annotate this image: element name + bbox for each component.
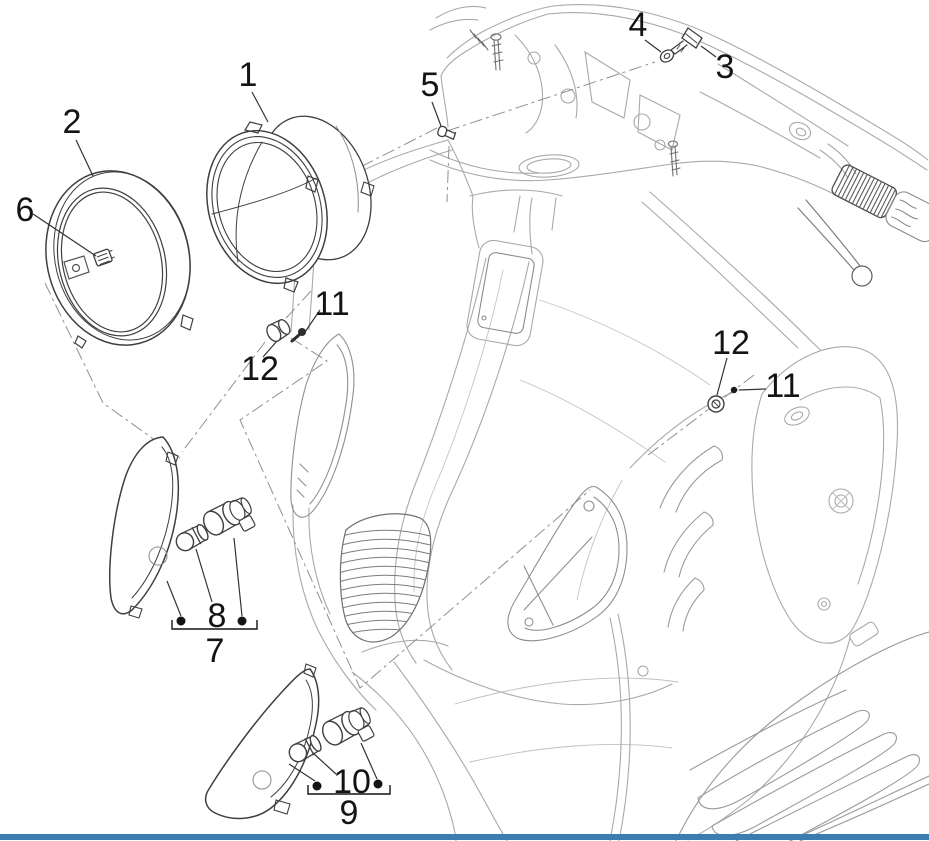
- bulb-10: [288, 734, 322, 763]
- callout-label-6: 6: [16, 191, 35, 229]
- callout-label-2: 2: [63, 103, 82, 141]
- callout-label-1: 1: [239, 56, 258, 94]
- group-bullet-leader: [166, 580, 182, 617]
- group-bullet: [176, 616, 186, 626]
- callout-leader-4: [644, 39, 662, 53]
- group-bullet: [373, 779, 383, 789]
- callout-leader-11: [304, 309, 321, 333]
- brake-lever: [797, 199, 873, 287]
- group-bullet-leader: [288, 763, 316, 782]
- grommet-12-right: [707, 395, 725, 413]
- group-bracket-1: [307, 785, 391, 795]
- turn-signal-lens-front-right: [204, 663, 320, 820]
- callout-label-10: 10: [333, 763, 371, 801]
- callout-label-8: 8: [208, 597, 227, 635]
- cap-12-left: [266, 319, 291, 343]
- callout-leader-12: [262, 340, 278, 358]
- callout-leader-8: [195, 548, 213, 603]
- handlebar-grip: [831, 164, 929, 243]
- bulb-8: [175, 523, 209, 552]
- group-bracket-0: [171, 620, 258, 630]
- callout-label-7: 7: [206, 632, 225, 670]
- callout-label-3: 3: [716, 48, 735, 86]
- callout-leader-3: [700, 45, 717, 58]
- callout-leader-11: [738, 388, 767, 391]
- callout-label-4: 4: [629, 6, 648, 44]
- group-bullet: [312, 781, 322, 791]
- callout-leader-10: [312, 752, 337, 775]
- group-bullet-leader: [233, 537, 243, 617]
- headset-underside-panel: [751, 346, 899, 647]
- group-bullet: [237, 616, 247, 626]
- callout-label-12: 12: [241, 350, 279, 388]
- bulb-bracket-plate: [63, 255, 90, 280]
- legshield-left-recess: [290, 333, 355, 518]
- front-badge: [466, 239, 544, 347]
- callout-leader-12: [716, 357, 728, 396]
- screw-11-right: [730, 386, 738, 394]
- callout-leader-5: [431, 101, 442, 127]
- scooter-body: [290, 4, 929, 841]
- floor-rails: [675, 631, 929, 841]
- bottom-accent-bar: [0, 834, 929, 840]
- group-bullet-leader: [360, 742, 378, 780]
- washer-4: [659, 49, 675, 63]
- signal-recess-right: [507, 485, 628, 642]
- bulb-holder-10: [321, 707, 375, 746]
- headlamp-rim-ring: [45, 170, 194, 349]
- screw-11-left: [290, 328, 306, 343]
- screw-5: [437, 125, 457, 140]
- callout-label-11: 11: [765, 367, 800, 405]
- bulb-holder-8: [202, 497, 256, 536]
- headlamp-unit: [206, 115, 375, 293]
- callout-label-5: 5: [421, 66, 440, 104]
- parking-bulb: [93, 248, 115, 267]
- callout-leader-1: [251, 91, 269, 123]
- callout-label-12: 12: [712, 324, 750, 362]
- handlebar-assembly: [429, 4, 929, 287]
- callout-label-11: 11: [314, 285, 349, 323]
- front-fender-area: [351, 597, 831, 841]
- shield-side-ribs: [659, 445, 724, 632]
- front-shield: [290, 139, 929, 841]
- callout-leader-2: [75, 139, 94, 177]
- turn-signal-lens-front-left: [109, 436, 180, 619]
- horn-grille: [339, 513, 432, 643]
- screw-3: [670, 27, 703, 55]
- callout-label-9: 9: [340, 794, 359, 832]
- callout-leader-6: [32, 213, 97, 257]
